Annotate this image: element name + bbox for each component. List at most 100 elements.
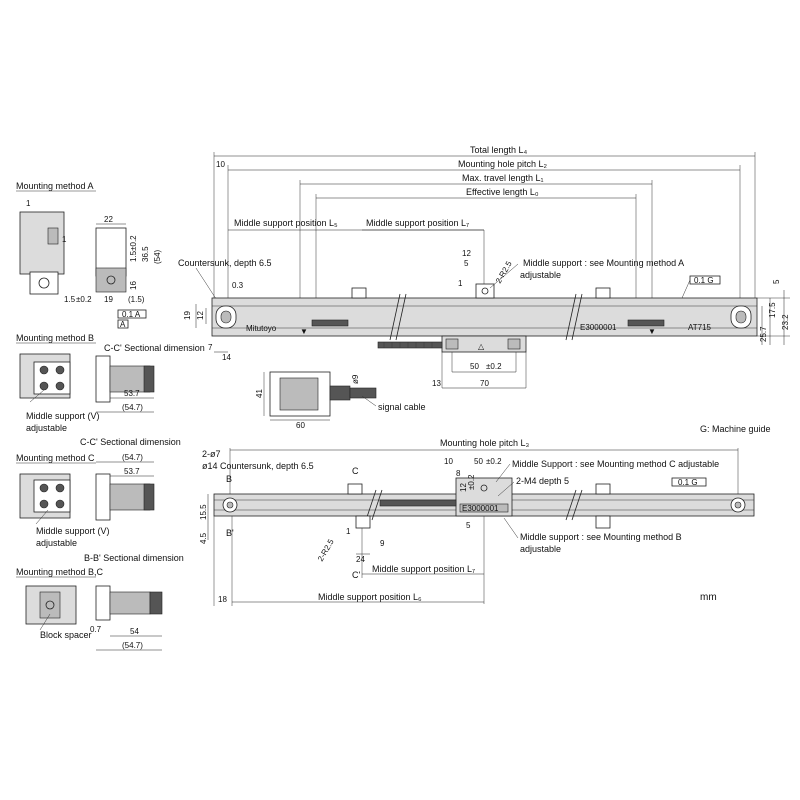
label-total-length: Total length L₄ bbox=[470, 145, 528, 155]
method-bc-section: B-B' Sectional dimension bbox=[84, 553, 184, 563]
mounting-method-bc: B-B' Sectional dimension Mounting method… bbox=[16, 553, 184, 651]
dim-10: 10 bbox=[216, 160, 225, 169]
svg-text:▼: ▼ bbox=[648, 327, 656, 336]
dim-r2-5-bottom: 2-R2.5 bbox=[316, 537, 336, 563]
method-c-support: Middle support (V) bbox=[36, 526, 110, 536]
label-mid-support-l6: Middle support position L₆ bbox=[318, 592, 422, 602]
dim-right-23-2: 23.2 bbox=[781, 314, 790, 330]
mounting-method-b: Mounting method B C-C' Sectional dimensi… bbox=[16, 333, 205, 433]
dim-1-top: 1 bbox=[458, 279, 463, 288]
method-a-dim-19: 19 bbox=[104, 295, 113, 304]
method-a-dim-1-5: 1.5±0.2 bbox=[129, 235, 138, 262]
dim-50-tol-head: ±0.2 bbox=[486, 362, 502, 371]
section-c-prime: C' bbox=[352, 570, 360, 580]
flatness-top: 0.1 G bbox=[694, 276, 714, 285]
label-phi14-countersunk: ø14 Countersunk, depth 6.5 bbox=[202, 461, 314, 471]
label-effective-length: Effective length L₀ bbox=[466, 187, 539, 197]
flatness-bottom: 0.1 G bbox=[678, 478, 698, 487]
scale-body bbox=[211, 297, 758, 337]
mounting-method-c: C-C' Sectional dimension Mounting method… bbox=[16, 437, 181, 548]
brand-mark: Mitutoyo bbox=[246, 324, 277, 333]
method-a-dim-1: 1 bbox=[26, 199, 31, 208]
label-hole-pitch-l3: Mounting hole pitch L₃ bbox=[440, 438, 530, 448]
method-c-adjustable: adjustable bbox=[36, 538, 77, 548]
dim-24-bottom: 24 bbox=[356, 555, 365, 564]
label-signal-cable: signal cable bbox=[378, 402, 426, 412]
svg-text:△: △ bbox=[478, 342, 485, 351]
top-view: Total length L₄ Mounting hole pitch L₂ 1… bbox=[178, 145, 790, 430]
method-bc-dim-54: 54 bbox=[130, 627, 139, 636]
dim-50-bottom: 50 bbox=[474, 457, 483, 466]
method-b-section: C-C' Sectional dimension bbox=[104, 343, 205, 353]
dim-right-25-7: 25.7 bbox=[759, 326, 768, 342]
method-bc-title: Mounting method B,C bbox=[16, 567, 104, 577]
dim-12-left: 12 bbox=[196, 311, 205, 320]
dim-70-head: 70 bbox=[480, 379, 489, 388]
dim-50-head: 50 bbox=[470, 362, 479, 371]
dim-14-left: 14 bbox=[222, 353, 231, 362]
method-b-adjustable: adjustable bbox=[26, 423, 67, 433]
label-m4-depth: 2-M4 depth 5 bbox=[516, 476, 569, 486]
dim-41-connector: 41 bbox=[255, 389, 264, 398]
dim-50-tol-bottom: ±0.2 bbox=[486, 457, 502, 466]
dim-12-tol-bottom: ±0.2 bbox=[467, 474, 476, 490]
method-a-flatness: 0.1 A bbox=[122, 310, 141, 319]
label-mid-support-l7: Middle support position L₇ bbox=[366, 218, 469, 228]
note-mid-support-a: Middle support : see Mounting method A bbox=[523, 258, 684, 268]
method-a-dim-1-5-paren: (1.5) bbox=[128, 295, 145, 304]
dim-phi9-cable: ø9 bbox=[351, 374, 360, 384]
label-machine-guide: G: Machine guide bbox=[700, 424, 771, 434]
mid-support-bracket-center bbox=[475, 283, 495, 299]
mounting-method-a: Mounting method A 1 1 22 1.5±0.2 36.5 (5… bbox=[16, 181, 162, 329]
dim-12-bottom: 12 bbox=[459, 483, 468, 492]
serial-bottom: E3000001 bbox=[462, 504, 499, 513]
method-a-dim-1-5-small: 1.5 bbox=[64, 295, 76, 304]
dim-13-head: 13 bbox=[432, 379, 441, 388]
method-c-section: C-C' Sectional dimension bbox=[80, 437, 181, 447]
dim-18-bottom: 18 bbox=[218, 595, 227, 604]
method-a-dim-16: 16 bbox=[129, 281, 138, 290]
dim-right-5: 5 bbox=[772, 279, 781, 284]
label-hole-pitch-l2: Mounting hole pitch L₂ bbox=[458, 159, 548, 169]
dim-60-connector: 60 bbox=[296, 421, 305, 430]
method-bc-spacer: Block spacer bbox=[40, 630, 92, 640]
svg-text:▼: ▼ bbox=[300, 327, 308, 336]
note-mid-support-b: Middle support : see Mounting method B bbox=[520, 532, 682, 542]
dim-7-left: 7 bbox=[208, 343, 213, 352]
mid-support-bracket bbox=[595, 287, 611, 299]
method-c-title: Mounting method C bbox=[16, 453, 95, 463]
method-a-dim-1-5-tol: ±0.2 bbox=[76, 295, 92, 304]
dim-0-3: 0.3 bbox=[232, 281, 244, 290]
method-b-title: Mounting method B bbox=[16, 333, 94, 343]
dim-8-bottom: 8 bbox=[456, 469, 461, 478]
unit-label: mm bbox=[700, 592, 717, 603]
note-adjustable-bottom: adjustable bbox=[520, 544, 561, 554]
dim-12-top: 12 bbox=[462, 249, 471, 258]
cable-spring bbox=[377, 341, 443, 349]
mid-support-bracket bbox=[351, 287, 367, 299]
method-a-ref: A bbox=[120, 320, 126, 329]
section-c: C bbox=[352, 466, 359, 476]
method-a-dim-22: 22 bbox=[104, 215, 113, 224]
dim-r2-5-top: 2-R2.5 bbox=[494, 259, 514, 285]
label-2-phi7: 2-ø7 bbox=[202, 449, 221, 459]
note-mid-support-c: Middle Support : see Mounting method C a… bbox=[512, 459, 719, 469]
label-countersunk: Countersunk, depth 6.5 bbox=[178, 258, 272, 268]
dim-right-17-5: 17.5 bbox=[768, 302, 777, 318]
dim-4-5: 4.5 bbox=[199, 532, 208, 544]
method-b-dim-54-7: (54.7) bbox=[122, 403, 143, 412]
section-b: B bbox=[226, 474, 232, 484]
model-label: AT715 bbox=[688, 323, 712, 332]
method-c-dim-53-7: 53.7 bbox=[124, 467, 140, 476]
serial-top: E3000001 bbox=[580, 323, 617, 332]
dim-9-bottom: 9 bbox=[380, 539, 385, 548]
dim-5-top: 5 bbox=[464, 259, 469, 268]
dim-15-5: 15.5 bbox=[199, 504, 208, 520]
label-mid-support-l7-bottom: Middle support position L₇ bbox=[372, 564, 475, 574]
section-b-prime: B' bbox=[226, 528, 234, 538]
bottom-view: G: Machine guide Mounting hole pitch L₃ … bbox=[199, 424, 771, 606]
method-c-dim-54-7: (54.7) bbox=[122, 453, 143, 462]
method-a-title: Mounting method A bbox=[16, 181, 94, 191]
note-adjustable-top: adjustable bbox=[520, 270, 561, 280]
